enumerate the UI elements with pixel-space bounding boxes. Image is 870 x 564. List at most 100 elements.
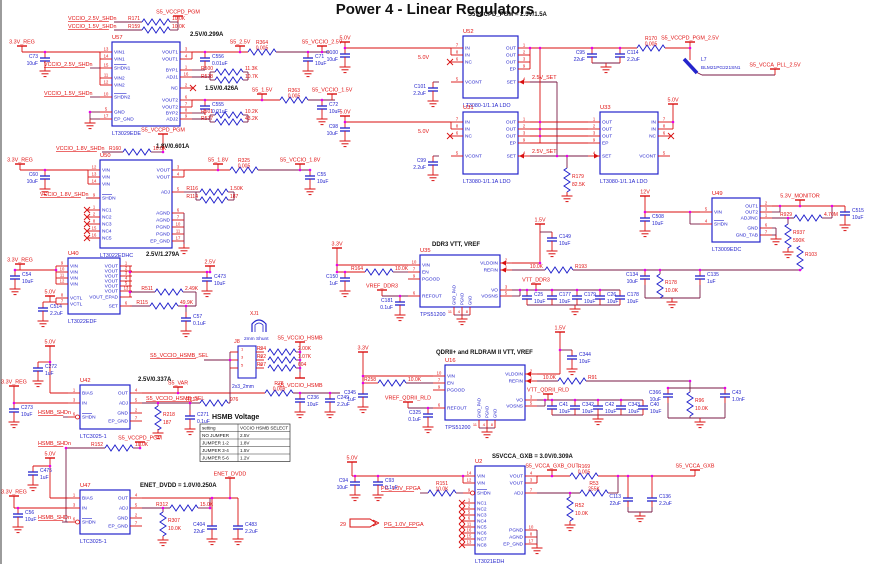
- capacitor-value: 10uF: [327, 57, 338, 63]
- pin-name: VOUT1: [162, 57, 178, 63]
- pin-name: PGND: [509, 528, 523, 534]
- pin-number: 10: [437, 371, 442, 376]
- no-connect-x: [83, 206, 91, 214]
- power-net-label: 5.0V: [667, 98, 678, 104]
- ic-part-number: TPS51200: [445, 425, 470, 431]
- pin-number: 15: [104, 63, 109, 68]
- resistor-ref: R53: [589, 481, 598, 487]
- pin-number: 11: [467, 522, 472, 527]
- pin-number: 6: [468, 516, 471, 521]
- junction-dot: [298, 168, 302, 172]
- resistor-value: 10.0K: [135, 442, 149, 448]
- resistor-value: 0.005: [578, 470, 591, 476]
- resistor-value: 187: [163, 420, 172, 426]
- junction-dot: [205, 270, 209, 274]
- junction-dot: [688, 46, 692, 50]
- no-connect-x: [446, 58, 454, 66]
- resistor-ref: R364: [256, 40, 268, 46]
- pin-name: IN: [651, 127, 656, 133]
- pin-name: IN: [465, 120, 470, 126]
- pin-number: 7: [177, 215, 180, 220]
- pin-name: SHDN1: [114, 66, 131, 72]
- resistor: [104, 444, 134, 452]
- resistor-ref: R170: [645, 36, 657, 42]
- pin-name: PGND: [485, 406, 490, 418]
- pin-number: 5: [135, 398, 138, 403]
- pin-name: VIN: [70, 282, 79, 288]
- junction-dot: [573, 398, 577, 402]
- junction-dot: [538, 46, 542, 50]
- ic-part-number: LT3022EDHC: [100, 253, 133, 259]
- pin-name: OUT: [118, 496, 128, 502]
- capacitor-value: 10uF: [22, 279, 33, 285]
- resistor-value: 15.0K: [200, 502, 214, 508]
- capacitor-value: 2.2uF: [659, 501, 672, 507]
- junction-dot: [798, 268, 802, 272]
- table-header: VCCIO HSMB SELECT: [240, 426, 288, 431]
- junction-dot: [184, 304, 188, 308]
- capacitor-value: 1.0nF: [732, 397, 745, 403]
- net-label: VCCIO_2.5V_SHDn: [44, 62, 93, 68]
- net-label: S5_VCCIO_HSMB_SEL: [146, 396, 204, 402]
- pin-name: VOUT: [510, 481, 523, 487]
- capacitor-ref: C136: [659, 494, 671, 500]
- pin-name: IN: [82, 401, 87, 407]
- capacitor-ref: C72: [329, 102, 338, 108]
- capacitor-value: 2.2uF: [245, 529, 258, 535]
- ic-body-U16: [444, 364, 526, 421]
- offpage-arrow: [372, 519, 380, 524]
- capacitor-value: 10uF: [337, 485, 348, 491]
- resistor-ref: R937: [793, 230, 805, 236]
- resistor-ref: R929: [780, 212, 792, 218]
- net-label: HSMB_SHDn: [38, 410, 71, 416]
- resistor: [636, 44, 666, 52]
- pin-name: VOSNS: [506, 404, 523, 410]
- pin-number: 17: [529, 539, 534, 544]
- pin-number: 11: [60, 273, 65, 278]
- pin-name: VOUT_EPAD: [89, 295, 118, 301]
- hsmb-table: [199, 423, 291, 462]
- capacitor-value: 1uF: [329, 281, 338, 287]
- pin-name: EP: [602, 141, 608, 147]
- resistor-value: 11.3K: [245, 66, 258, 72]
- pin-name: EP: [510, 67, 516, 73]
- no-connect-x: [83, 227, 91, 235]
- capacitor-ref: C271: [197, 412, 209, 418]
- pin-number: 8: [491, 422, 494, 427]
- shunt-symbol: [254, 322, 264, 332]
- pin-name: NC: [465, 134, 472, 140]
- resistor-value: 10.2K: [245, 109, 259, 115]
- resistor: [793, 214, 823, 222]
- pin-number: 16: [92, 233, 97, 238]
- ferrite-ref: L7: [701, 57, 707, 63]
- capacitor-value: 22uF: [610, 501, 621, 507]
- capacitor-value: 0.1uF: [385, 485, 398, 491]
- no-connect-x: [458, 517, 466, 525]
- capacitor-value: 0.1uF: [197, 419, 210, 425]
- junction-dot: [88, 110, 92, 114]
- pin-name: OUT: [506, 60, 516, 66]
- power-net-label: S5_VCCIO_2.5V: [302, 40, 343, 46]
- pin-number: 9: [61, 261, 64, 266]
- capacitor-value: 2.2uF: [413, 91, 426, 97]
- resistor-value: 10.0K: [665, 288, 679, 294]
- capacitor-value: 10uF: [627, 279, 638, 285]
- section-label: 2.5V/1.279A: [146, 252, 180, 258]
- pin-name: VIN: [102, 182, 111, 188]
- pin-number: 3: [73, 398, 76, 403]
- section-label: S5VCCA_GXB = 3.0V/0.309A: [492, 454, 574, 460]
- capacitor-value: 10uF: [650, 397, 661, 403]
- pin-arrow: [526, 378, 531, 384]
- junction-dot: [398, 294, 402, 298]
- capacitor-ref: C273: [21, 405, 33, 411]
- pin-number: 5: [105, 107, 108, 112]
- resistor-value: 0.005: [273, 387, 286, 393]
- resistor: [264, 389, 294, 397]
- pin-number: 10: [60, 267, 65, 272]
- net-label: VCCIO_1.5V_SHDn: [44, 91, 93, 97]
- pin-name: NC1: [102, 208, 112, 214]
- pin-name: VOUT: [105, 274, 118, 280]
- resistor: [247, 48, 277, 56]
- pin-name: GND_PAD: [477, 398, 482, 418]
